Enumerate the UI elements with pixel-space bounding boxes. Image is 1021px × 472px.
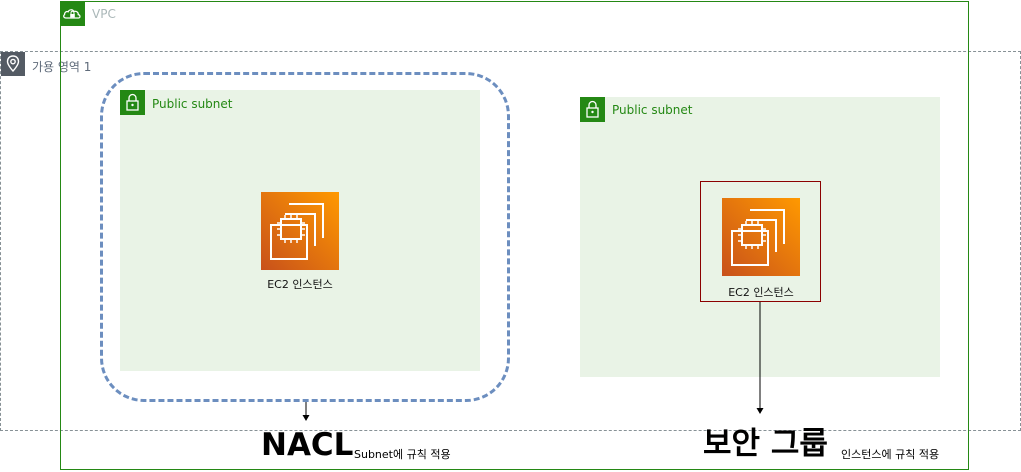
availability-zone-label: 가용 영역 1	[32, 60, 92, 74]
padlock-icon	[580, 97, 605, 122]
cpu-chip-icon[interactable]	[722, 198, 800, 276]
security-group-arrow	[756, 302, 764, 414]
security-group-note: 인스턴스에 규칙 적용	[841, 448, 940, 461]
security-group-title: 보안 그룹	[703, 426, 828, 462]
cpu-chip-icon[interactable]	[261, 192, 339, 270]
vpc-boundary	[60, 1, 969, 470]
nacl-arrow	[302, 402, 310, 421]
nacl-title: NACL	[261, 427, 354, 463]
vpc-label: VPC	[92, 7, 116, 21]
security-group-boundary	[700, 181, 821, 302]
location-pin-icon	[1, 52, 25, 76]
nacl-note: Subnet에 규칙 적용	[354, 448, 451, 461]
cloud-lock-icon	[60, 1, 85, 26]
subnet-label: Public subnet	[612, 103, 693, 117]
instance-label: EC2 인스턴스	[267, 278, 333, 291]
nacl-boundary	[100, 72, 510, 402]
subnet-label: Public subnet	[152, 97, 233, 111]
instance-label: EC2 인스턴스	[728, 286, 794, 299]
